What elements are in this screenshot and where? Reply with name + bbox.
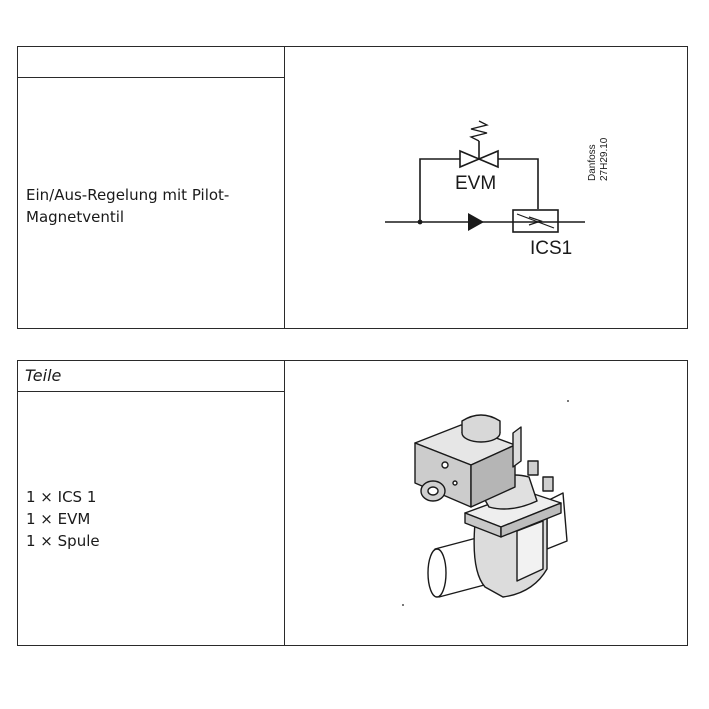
brand-label: Danfoss	[587, 144, 598, 181]
valve-illustration-svg	[402, 400, 569, 606]
control-description: Ein/Aus-Regelung mit Pilot- Magnetventil	[26, 184, 229, 228]
ics-valve-box	[512, 209, 559, 233]
speck	[567, 400, 569, 402]
coil-front	[470, 444, 516, 508]
valve-illustration	[285, 361, 688, 645]
coil-screw	[452, 480, 458, 486]
coil-cap-body	[461, 414, 501, 433]
bolt	[527, 460, 539, 476]
cable-connector-hole	[427, 486, 439, 496]
evm-spring-icon	[469, 120, 489, 142]
pilot-line-right	[498, 158, 539, 209]
parts-list: 1 × ICS 1 1 × EVM 1 × Spule	[26, 486, 100, 552]
description-line-2: Magnetventil	[26, 208, 125, 226]
parts-header: Teile	[25, 366, 62, 385]
description-line-1: Ein/Aus-Regelung mit Pilot-	[26, 186, 230, 204]
parts-table: Teile 1 × ICS 1 1 × EVM 1 × Spule	[17, 360, 688, 646]
ics-valve-diagonal	[516, 213, 555, 229]
column-divider	[284, 47, 285, 328]
control-table: Ein/Aus-Regelung mit Pilot- Magnetventil	[17, 46, 688, 329]
schematic-diagram: EVM ICS1 Danfoss 27H29.10	[285, 47, 688, 328]
part-item: 1 × ICS 1	[26, 488, 97, 506]
header-divider	[18, 391, 284, 392]
pilot-line-left	[419, 158, 460, 222]
bolt	[542, 476, 554, 492]
evm-valve-right	[476, 149, 499, 169]
evm-valve-left	[459, 149, 482, 169]
ics-inner-arrow	[528, 216, 543, 226]
evm-label: EVM	[455, 173, 496, 194]
ics-label: ICS1	[530, 238, 572, 259]
column-divider	[284, 361, 285, 645]
speck	[402, 604, 404, 606]
part-item: 1 × EVM	[26, 510, 91, 528]
coil-screw	[441, 461, 449, 469]
junction-dot	[417, 219, 423, 225]
part-item: 1 × Spule	[26, 532, 100, 550]
flow-direction-arrow-icon	[468, 213, 484, 231]
header-divider	[18, 77, 284, 78]
pilot-tube	[512, 426, 522, 468]
pipe-left-end	[427, 548, 447, 598]
code-label: 27H29.10	[599, 137, 610, 181]
valve-top-plate-front	[500, 502, 562, 538]
schematic-svg: EVM ICS1 Danfoss 27H29.10	[385, 120, 610, 259]
